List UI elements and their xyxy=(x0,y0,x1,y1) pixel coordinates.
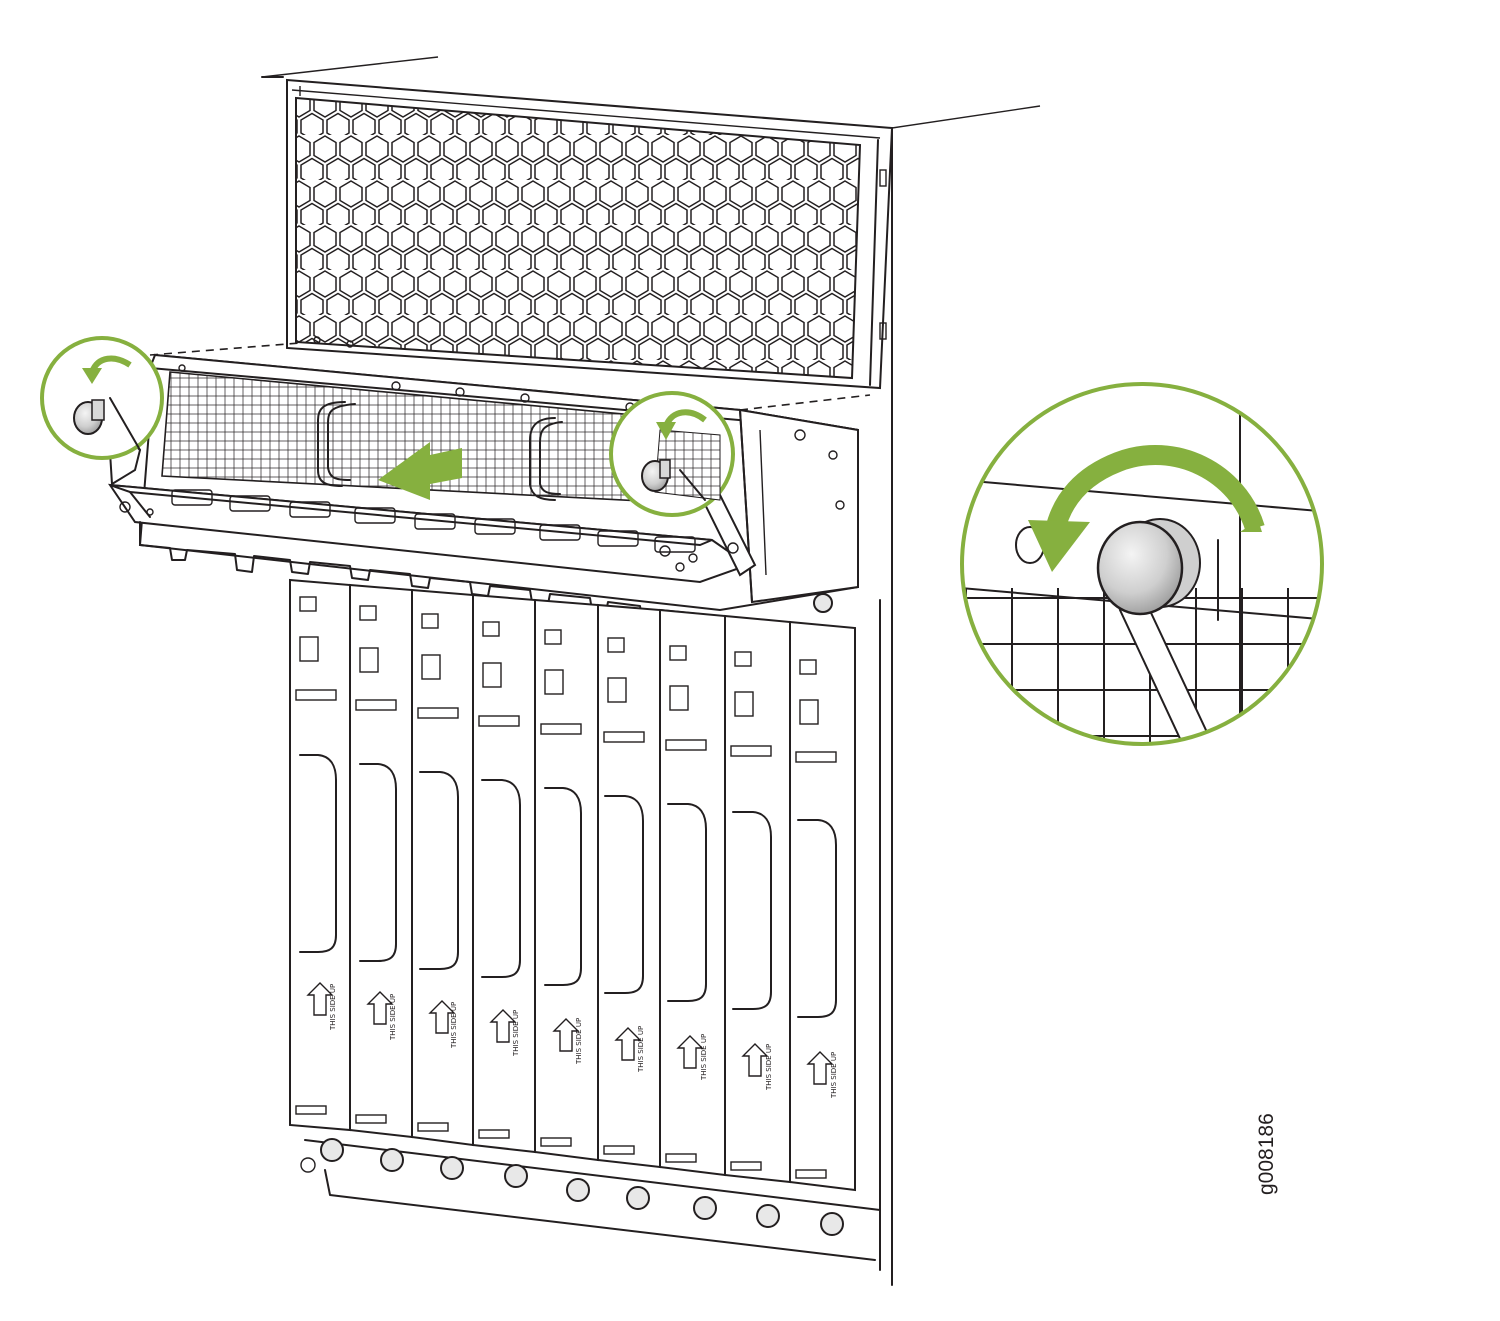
grille-top-slots xyxy=(291,86,881,139)
card-label: THIS SIDE UP xyxy=(765,1044,773,1091)
card-label: THIS SIDE UP xyxy=(637,1026,645,1073)
figure-id: g008186 xyxy=(1255,1113,1278,1195)
captive-screw-detail-callout xyxy=(960,382,1324,746)
line-card[interactable]: THIS SIDE UP xyxy=(349,583,413,1139)
card-label: THIS SIDE UP xyxy=(450,1002,458,1049)
chassis-outline xyxy=(261,56,1041,1286)
captive-screw-icon xyxy=(300,593,844,1236)
arrow-left-icon xyxy=(378,442,462,500)
line-cards: THIS SIDE UP THIS SIDE UP THIS SIDE UP xyxy=(289,578,856,1192)
card-label: THIS SIDE UP xyxy=(575,1018,583,1065)
rotate-counterclockwise-icon xyxy=(82,355,132,384)
card-label: THIS SIDE UP xyxy=(512,1010,520,1057)
card-label: THIS SIDE UP xyxy=(830,1052,838,1099)
line-card[interactable]: THIS SIDE UP xyxy=(534,598,599,1162)
rotate-counterclockwise-icon xyxy=(1028,445,1265,572)
air-intake-grille xyxy=(286,78,894,390)
line-card[interactable]: THIS SIDE UP xyxy=(724,614,791,1184)
line-card[interactable]: THIS SIDE UP xyxy=(289,578,351,1132)
right-screw-callout xyxy=(609,391,735,517)
bottom-rail xyxy=(300,593,881,1261)
line-card[interactable]: THIS SIDE UP xyxy=(659,608,726,1177)
left-screw-callout xyxy=(40,336,164,460)
rotate-counterclockwise-icon xyxy=(656,409,707,440)
line-card[interactable]: THIS SIDE UP xyxy=(472,593,536,1154)
card-label: THIS SIDE UP xyxy=(389,994,397,1041)
alignment-lines xyxy=(149,342,871,411)
line-card[interactable]: THIS SIDE UP xyxy=(789,620,856,1192)
card-label: THIS SIDE UP xyxy=(700,1034,708,1081)
captive-screw-icon xyxy=(1096,518,1201,616)
line-card[interactable]: THIS SIDE UP xyxy=(411,588,474,1147)
card-label: THIS SIDE UP xyxy=(329,984,337,1031)
line-card[interactable]: THIS SIDE UP xyxy=(597,603,661,1169)
